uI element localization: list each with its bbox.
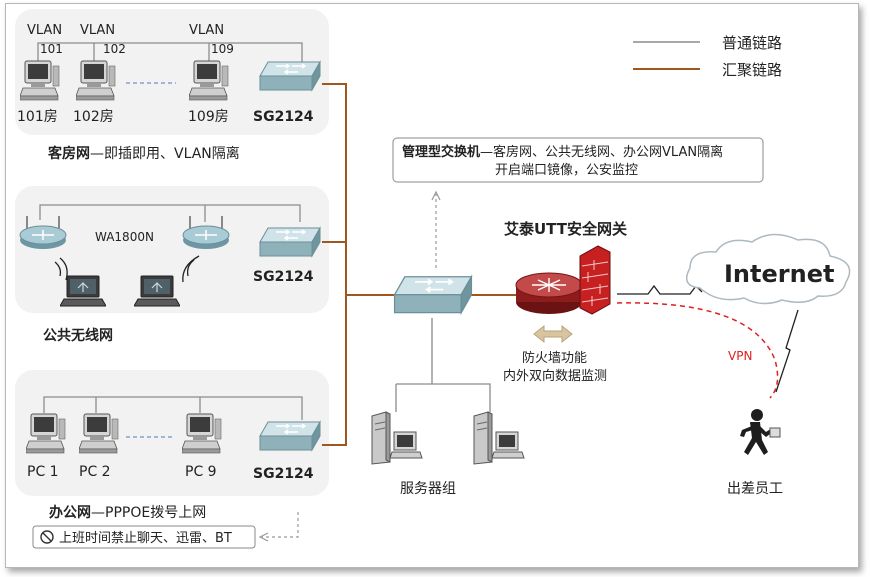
vlan-label-1: VLAN bbox=[27, 23, 62, 38]
note-line-2: 开启端口镜像，公安监控 bbox=[495, 163, 638, 178]
pc-icon bbox=[189, 60, 229, 101]
pc-icon bbox=[76, 60, 116, 101]
guest-network-panel bbox=[15, 9, 329, 135]
ap-model-label: WA1800N bbox=[95, 230, 154, 244]
restriction-pointer bbox=[262, 512, 299, 538]
pc-icon bbox=[26, 413, 66, 454]
room-label-2: 102房 bbox=[73, 109, 114, 125]
pc-label-2: PC 2 bbox=[79, 464, 111, 480]
restriction-box bbox=[32, 525, 256, 549]
server-icon bbox=[371, 411, 423, 465]
office-network-caption: 办公网—PPPOE拨号上网 bbox=[49, 504, 206, 521]
pc-icon bbox=[182, 413, 222, 454]
running-person-icon bbox=[740, 409, 781, 455]
server-links bbox=[395, 318, 491, 412]
laptop-icon bbox=[60, 275, 106, 307]
legend-aggregate-label: 汇聚链路 bbox=[722, 61, 782, 79]
room-label-3: 109房 bbox=[188, 109, 229, 125]
vlan-label-2: VLAN bbox=[80, 23, 115, 38]
vlan-id-2: 102 bbox=[103, 42, 126, 56]
switch-icon bbox=[259, 227, 321, 257]
vlan-id-3: 109 bbox=[211, 42, 234, 56]
room-label-1: 101房 bbox=[17, 109, 58, 125]
laptop-icon bbox=[134, 275, 180, 307]
pc-icon bbox=[79, 413, 119, 454]
office-links bbox=[43, 396, 303, 420]
vpn-link bbox=[616, 302, 779, 399]
router-icon bbox=[515, 272, 583, 314]
vlan-id-1: 101 bbox=[40, 42, 63, 56]
guest-switch-label: SG2124 bbox=[253, 109, 314, 125]
wireless-links bbox=[39, 204, 301, 222]
mobile-link bbox=[775, 309, 799, 393]
pc-icon bbox=[20, 60, 60, 101]
office-network-panel bbox=[15, 370, 329, 496]
no-entry-icon bbox=[40, 530, 54, 544]
switch-icon bbox=[259, 421, 321, 451]
gateway-feature-2: 内外双向数据监测 bbox=[503, 368, 607, 384]
restriction-text: 上班时间禁止聊天、迅雷、BT bbox=[59, 531, 232, 546]
switch-icon bbox=[393, 275, 473, 314]
traveler-label: 出差员工 bbox=[727, 481, 783, 497]
vpn-label: VPN bbox=[728, 349, 752, 363]
internet-label: Internet bbox=[724, 260, 834, 288]
wireless-network-caption: 公共无线网 bbox=[43, 327, 113, 344]
firewall-icon bbox=[579, 245, 611, 315]
server-icon bbox=[473, 411, 525, 465]
servers-label: 服务器组 bbox=[400, 481, 456, 497]
office-switch-label: SG2124 bbox=[253, 466, 314, 482]
legend-normal-label: 普通链路 bbox=[722, 34, 782, 52]
pc-label-3: PC 9 bbox=[185, 464, 217, 480]
note-line-1: 管理型交换机—客房网、公共无线网、办公网VLAN隔离 bbox=[402, 144, 723, 160]
cloud-icon bbox=[685, 233, 851, 305]
gateway-feature-1: 防火墙功能 bbox=[522, 350, 587, 366]
double-arrow-icon bbox=[533, 324, 573, 344]
gateway-title: 艾泰UTT安全网关 bbox=[504, 220, 627, 238]
wan-link bbox=[617, 284, 703, 295]
guest-network-caption: 客房网—即插即用、VLAN隔离 bbox=[47, 145, 240, 162]
managed-switch-note bbox=[392, 137, 764, 183]
guest-vlan-links bbox=[37, 42, 303, 63]
pc-label-1: PC 1 bbox=[27, 464, 59, 480]
vlan-label-3: VLAN bbox=[189, 23, 224, 38]
switch-icon bbox=[259, 61, 321, 91]
wireless-switch-label: SG2124 bbox=[253, 269, 314, 285]
aggregate-links bbox=[322, 83, 516, 446]
